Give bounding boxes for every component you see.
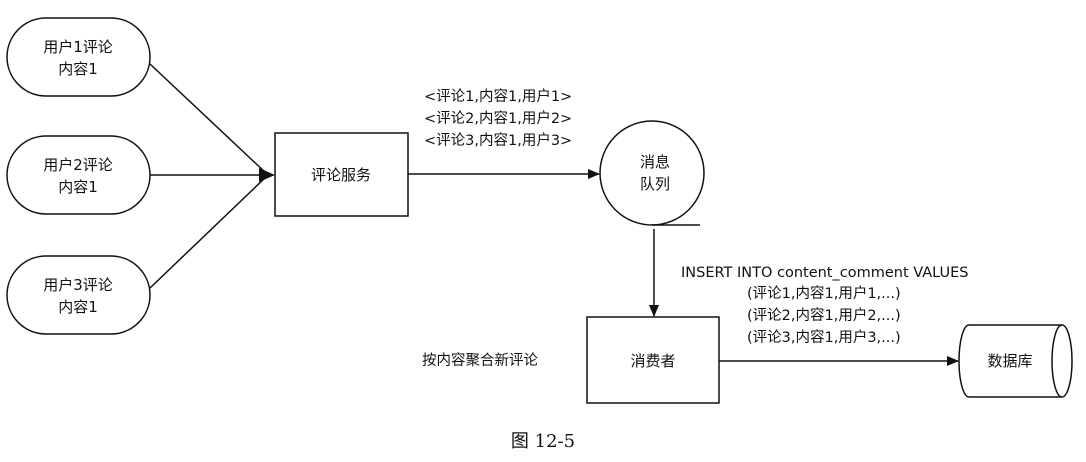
merge-arrowhead [259, 168, 275, 182]
queue-message-2: <评论2,内容1,用户2> [424, 110, 572, 127]
database-label: 数据库 [987, 352, 1032, 370]
sql-row-3: (评论3,内容1,用户3,...) [747, 329, 901, 346]
user-node-1-line2: 内容1 [58, 60, 98, 78]
consumer-label: 消费者 [630, 352, 675, 370]
user-node-3-line1: 用户3评论 [43, 276, 113, 294]
queue-message-3: <评论3,内容1,用户3> [424, 132, 572, 149]
queue-label-line1: 消息 [640, 153, 670, 171]
message-queue-node: 消息 队列 [599, 120, 705, 226]
connector-user3-to-service [149, 175, 268, 289]
comment-service-label: 评论服务 [311, 166, 371, 184]
user-node-1: 用户1评论 内容1 [6, 17, 151, 97]
sql-row-1: (评论1,内容1,用户1,...) [747, 285, 901, 302]
user-node-2-line1: 用户2评论 [43, 156, 113, 174]
connector-user1-to-service [149, 63, 268, 175]
queue-message-1: <评论1,内容1,用户1> [424, 88, 572, 105]
user-node-3: 用户3评论 内容1 [6, 255, 151, 335]
database-node: 数据库 [958, 324, 1073, 398]
user-node-2-line2: 内容1 [58, 178, 98, 196]
sql-row-2: (评论2,内容1,用户2,...) [747, 307, 901, 324]
user-node-2: 用户2评论 内容1 [6, 135, 151, 215]
user-node-1-line1: 用户1评论 [43, 38, 113, 56]
queue-label-line2: 队列 [640, 175, 670, 193]
sql-statement: INSERT INTO content_comment VALUES [681, 265, 969, 281]
figure-caption: 图 12-5 [511, 431, 575, 452]
user-node-3-line2: 内容1 [58, 298, 98, 316]
consumer-note: 按内容聚合新评论 [422, 352, 538, 369]
comment-service-box: 评论服务 [274, 132, 409, 217]
consumer-box: 消费者 [586, 316, 720, 404]
